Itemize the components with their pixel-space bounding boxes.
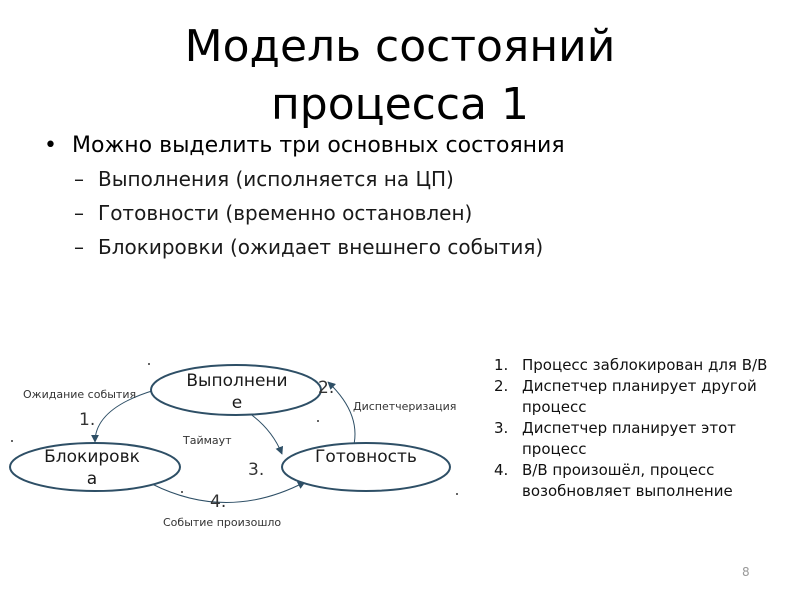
decorative-dot (456, 493, 458, 495)
sub-bullet-text: Готовности (временно остановлен) (98, 201, 473, 225)
decorative-dot (317, 420, 319, 422)
step-item-text: Диспетчер планирует этот процесс (522, 419, 737, 458)
sub-bullet-text: Выполнения (исполняется на ЦП) (98, 167, 454, 191)
bullet-list: Можно выделить три основных состояния – … (44, 130, 764, 264)
step-item-number: 2. (494, 377, 509, 395)
decorative-dot (148, 363, 150, 365)
step-item-text: В/В произошёл, процесс возобновляет выпо… (522, 461, 733, 500)
sub-bullet-text: Блокировки (ожидает внешнего события) (98, 235, 544, 259)
step-number-2: 2. (318, 378, 335, 398)
edge-timeout-label: Таймаут (183, 434, 232, 447)
decorative-dot (181, 491, 183, 493)
state-diagram-graphics (9, 364, 451, 503)
edge-wait-label: Ожидание события (23, 388, 137, 401)
step-number-1: 1. (79, 410, 96, 430)
node-ready-shape (281, 442, 451, 492)
node-running-shape (150, 364, 322, 416)
step-item-number: 3. (494, 419, 509, 437)
dash-icon: – (74, 167, 84, 191)
node-ready-label: Готовность (315, 447, 417, 467)
sub-bullet-ready: – Готовности (временно остановлен) (44, 196, 764, 230)
step-item-text: Процесс заблокирован для В/В (522, 356, 768, 374)
edge-event-arrow (151, 481, 306, 503)
node-blocked-label: Блокировка (44, 447, 140, 489)
step-item: 4. В/В произошёл, процесс возобновляет в… (488, 460, 788, 502)
numbered-steps: 1. Процесс заблокирован для В/В 2. Диспе… (488, 355, 788, 502)
node-running-label: Выполнение (186, 371, 288, 413)
step-number-3: 3. (248, 460, 265, 480)
dash-icon: – (74, 235, 84, 259)
step-item-number: 4. (494, 461, 509, 479)
sub-bullet-blocked: – Блокировки (ожидает внешнего события) (44, 230, 764, 264)
slide-title-line-2: процесса 1 (271, 79, 529, 130)
step-item: 1. Процесс заблокирован для В/В (488, 355, 788, 376)
step-number-4: 4. (210, 492, 227, 512)
edge-wait-arrow (91, 389, 156, 443)
slide-title: Модель состояний процесса 1 (0, 18, 800, 134)
slide-title-line-1: Модель состояний (184, 21, 616, 72)
decorative-dot (11, 440, 13, 442)
main-bullet: Можно выделить три основных состояния (44, 130, 764, 162)
state-diagram: Выполнение Блокировка Готовность Ожидани… (0, 350, 480, 550)
dash-icon: – (74, 201, 84, 225)
step-item-text: Диспетчер планирует другой процесс (522, 377, 757, 416)
edge-dispatch-label: Диспетчеризация (353, 400, 457, 413)
step-item: 3. Диспетчер планирует этот процесс (488, 418, 788, 460)
node-blocked-shape (9, 442, 181, 492)
sub-bullet-running: – Выполнения (исполняется на ЦП) (44, 162, 764, 196)
edge-event-label: Событие произошло (163, 516, 282, 529)
step-item-number: 1. (494, 356, 509, 374)
step-item: 2. Диспетчер планирует другой процесс (488, 376, 788, 418)
page-number: 8 (742, 565, 750, 579)
